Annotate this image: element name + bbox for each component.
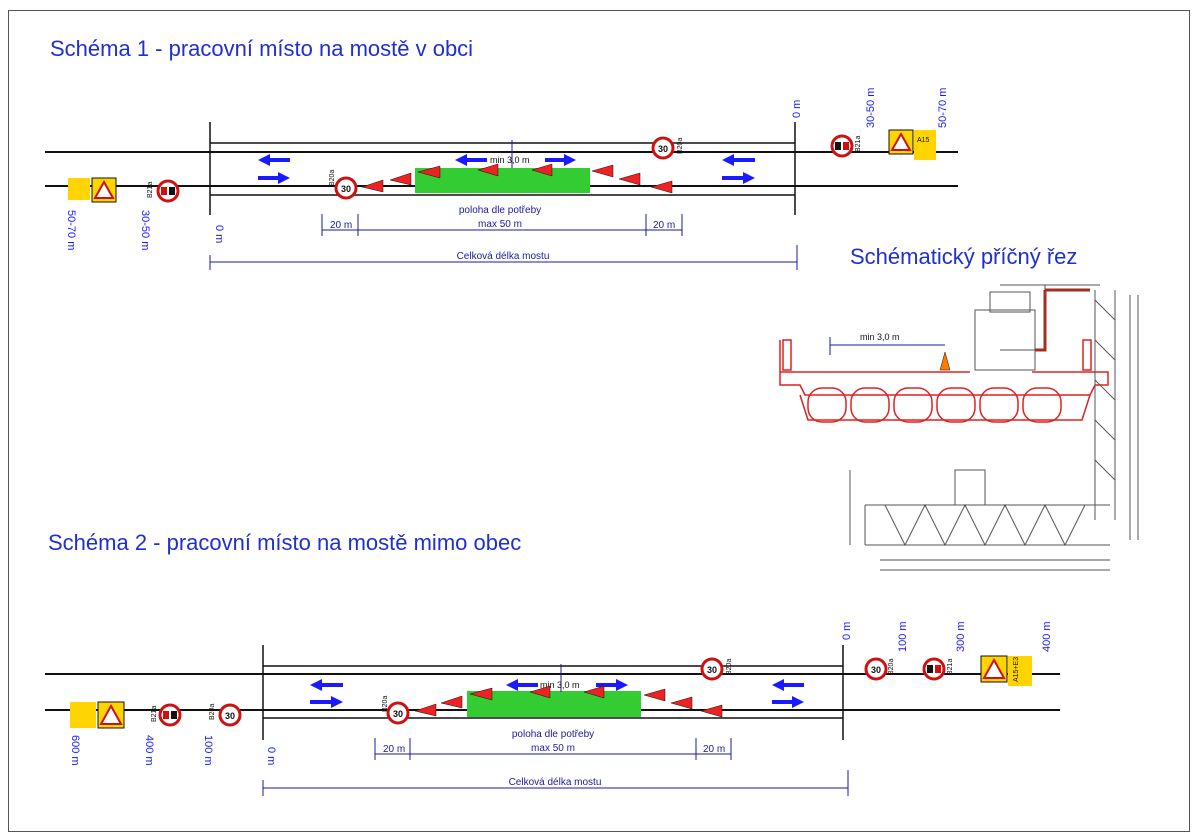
cone-icon [440, 695, 463, 709]
svg-text:B21a: B21a [151, 706, 158, 722]
svg-text:30: 30 [658, 144, 668, 154]
cone-icon [618, 172, 641, 186]
svg-text:B20a: B20a [329, 170, 336, 186]
roadworks-warning-sign-icon [70, 701, 125, 729]
svg-text:A15+E3: A15+E3 [1013, 657, 1020, 682]
scheme1-min-width: min 3,0 m [490, 155, 530, 165]
svg-text:30: 30 [707, 665, 717, 675]
scheme2-title: Schéma 2 - pracovní místo na mostě mimo … [48, 530, 522, 555]
svg-text:A15: A15 [917, 137, 930, 144]
svg-text:30: 30 [871, 665, 881, 675]
scheme2-zero-top: 0 m [841, 622, 853, 640]
scheme1-title: Schéma 1 - pracovní místo na mostě v obc… [50, 36, 474, 61]
cross-section-drawing: min 3,0 m [779, 284, 1139, 571]
cone-icon [417, 165, 441, 179]
cone-icon [389, 172, 412, 186]
no-overtaking-sign-icon [922, 657, 946, 681]
scheme2-bridge-length: Celková délka mostu [509, 777, 602, 788]
no-overtaking-sign-icon [158, 703, 182, 727]
scheme2-d600-bottom: 600 m [69, 735, 81, 766]
speed-limit-sign-icon: 30 [651, 136, 675, 160]
cone-icon [529, 685, 551, 699]
scheme1-bridge-length: Celková délka mostu [457, 251, 550, 262]
no-overtaking-sign-icon [156, 179, 180, 203]
scheme2-taper-right: 20 m [703, 744, 725, 755]
svg-text:B20a: B20a [888, 659, 895, 675]
svg-text:B21a: B21a [855, 136, 862, 152]
scheme2-taper-left: 20 m [383, 744, 405, 755]
scheme2-d400-bottom: 400 m [143, 735, 155, 766]
direction-arrows [310, 679, 804, 708]
scheme2-d300-top: 300 m [955, 621, 967, 652]
direction-arrows [258, 154, 755, 184]
scheme1-taper-right: 20 m [653, 220, 675, 231]
scheme2-max-label: max 50 m [531, 743, 575, 754]
scheme2-road: min 3,0 m 30 B20a 30 B20a 30 B20a [45, 621, 1060, 796]
speed-limit-sign-icon: 30 [386, 701, 410, 725]
svg-text:B20a: B20a [726, 659, 733, 675]
scheme1-dist-a-bottom: 30-50 m [139, 210, 151, 250]
cone-icon [700, 704, 723, 718]
speed-limit-sign-icon: 30 [218, 703, 242, 727]
scheme1-taper-left: 20 m [330, 220, 352, 231]
cone-line-left [361, 163, 553, 193]
no-overtaking-sign-icon [830, 134, 854, 158]
speed-limit-sign-icon: 30 [864, 657, 888, 681]
section-min-width: min 3,0 m [860, 332, 900, 342]
cone-icon [591, 164, 614, 178]
roadworks-warning-sign-icon [68, 177, 117, 203]
svg-text:30: 30 [225, 711, 235, 721]
scheme2-d100-top: 100 m [897, 621, 909, 652]
cone-icon [650, 180, 673, 194]
work-zone [415, 168, 590, 193]
section-title: Schématický příčný řez [850, 244, 1078, 269]
svg-text:B21a: B21a [147, 182, 154, 198]
scheme1-position-label: poloha dle potřeby [459, 205, 541, 216]
svg-text:30: 30 [393, 709, 403, 719]
cone-icon [477, 163, 499, 177]
svg-text:30: 30 [341, 184, 351, 194]
scheme2-d400-top: 400 m [1041, 621, 1053, 652]
cone-line-right [591, 164, 673, 194]
scheme2-position-label: poloha dle potřeby [512, 729, 594, 740]
cone-icon [643, 688, 666, 702]
scheme2-d100-bottom: 100 m [202, 735, 214, 766]
scheme2-min-width: min 3,0 m [540, 680, 580, 690]
cone-icon [939, 351, 951, 371]
scheme2-zero-bottom: 0 m [265, 747, 277, 765]
cone-icon [414, 703, 437, 717]
svg-text:B21a: B21a [947, 659, 954, 675]
speed-limit-sign-icon: 30 [700, 657, 724, 681]
svg-text:B20a: B20a [677, 138, 684, 154]
cone-icon [469, 687, 493, 701]
speed-limit-sign-icon: 30 [334, 176, 358, 200]
roadworks-warning-sign-icon: A15+E3 [980, 655, 1032, 686]
scheme1-dist-b-top: 50-70 m [937, 88, 949, 128]
cone-icon [583, 685, 605, 699]
scheme1-dist-b-bottom: 50-70 m [65, 210, 77, 250]
scheme1-road: min 3,0 m 30 B20a 30 B20a [45, 88, 958, 270]
roadworks-warning-sign-icon: A15 [888, 129, 936, 160]
svg-text:B20a: B20a [382, 696, 389, 712]
cone-icon [670, 696, 693, 710]
svg-text:B20a: B20a [209, 704, 216, 720]
diagram-frame [8, 10, 1190, 832]
cone-icon [531, 163, 553, 177]
scheme1-dist-a-top: 30-50 m [865, 88, 877, 128]
scheme1-zero-bottom: 0 m [213, 225, 225, 243]
scheme1-zero-top: 0 m [791, 100, 803, 118]
work-zone [467, 691, 641, 717]
cone-icon [361, 179, 384, 193]
scheme1-max-label: max 50 m [478, 219, 522, 230]
